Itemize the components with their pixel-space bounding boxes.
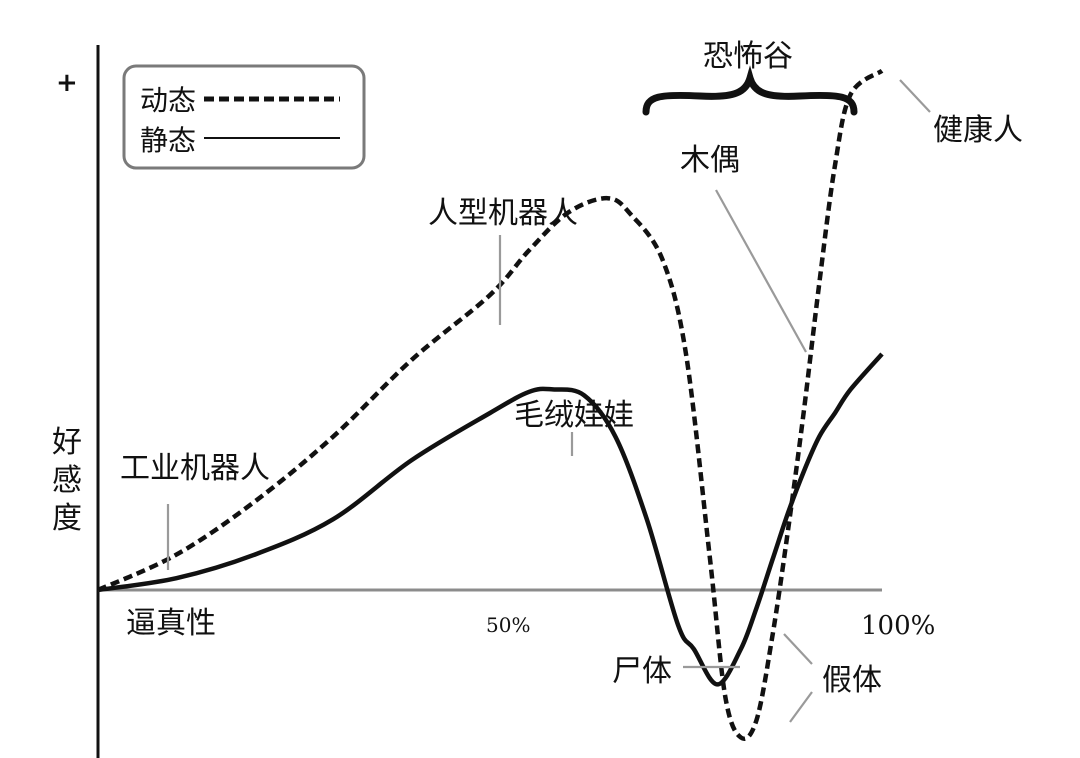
label-healthy-person: 健康人 — [933, 113, 1023, 148]
label-humanoid-robot: 人型机器人 — [428, 196, 578, 231]
y-axis-label: 好感度 — [52, 425, 82, 536]
legend-label-static: 静态 — [140, 124, 196, 157]
leader-prosthesis-lower — [789, 691, 813, 723]
leader-prosthesis-upper — [783, 633, 813, 665]
label-puppet: 木偶 — [680, 143, 740, 178]
label-stuffed-toy: 毛绒娃娃 — [514, 398, 634, 433]
leader-puppet — [715, 189, 807, 353]
label-uncanny-valley: 恐怖谷 — [703, 39, 793, 74]
label-corpse: 尸体 — [612, 654, 672, 689]
x-tick-100: 100% — [861, 611, 935, 641]
label-prosthesis: 假体 — [822, 663, 882, 698]
legend: 动态 静态 — [122, 64, 366, 170]
series-line-static — [97, 352, 884, 687]
x-tick-50: 50% — [486, 613, 530, 637]
label-industrial-robot: 工业机器人 — [120, 451, 270, 486]
uncanny-valley-brace — [642, 65, 858, 116]
x-axis-label: 逼真性 — [126, 606, 216, 641]
series-line-dynamic — [97, 68, 884, 741]
legend-box — [122, 64, 366, 170]
leader-healthy-person — [899, 79, 931, 113]
legend-label-dynamic: 动态 — [140, 84, 196, 117]
y-positive-marker: + — [56, 68, 78, 98]
